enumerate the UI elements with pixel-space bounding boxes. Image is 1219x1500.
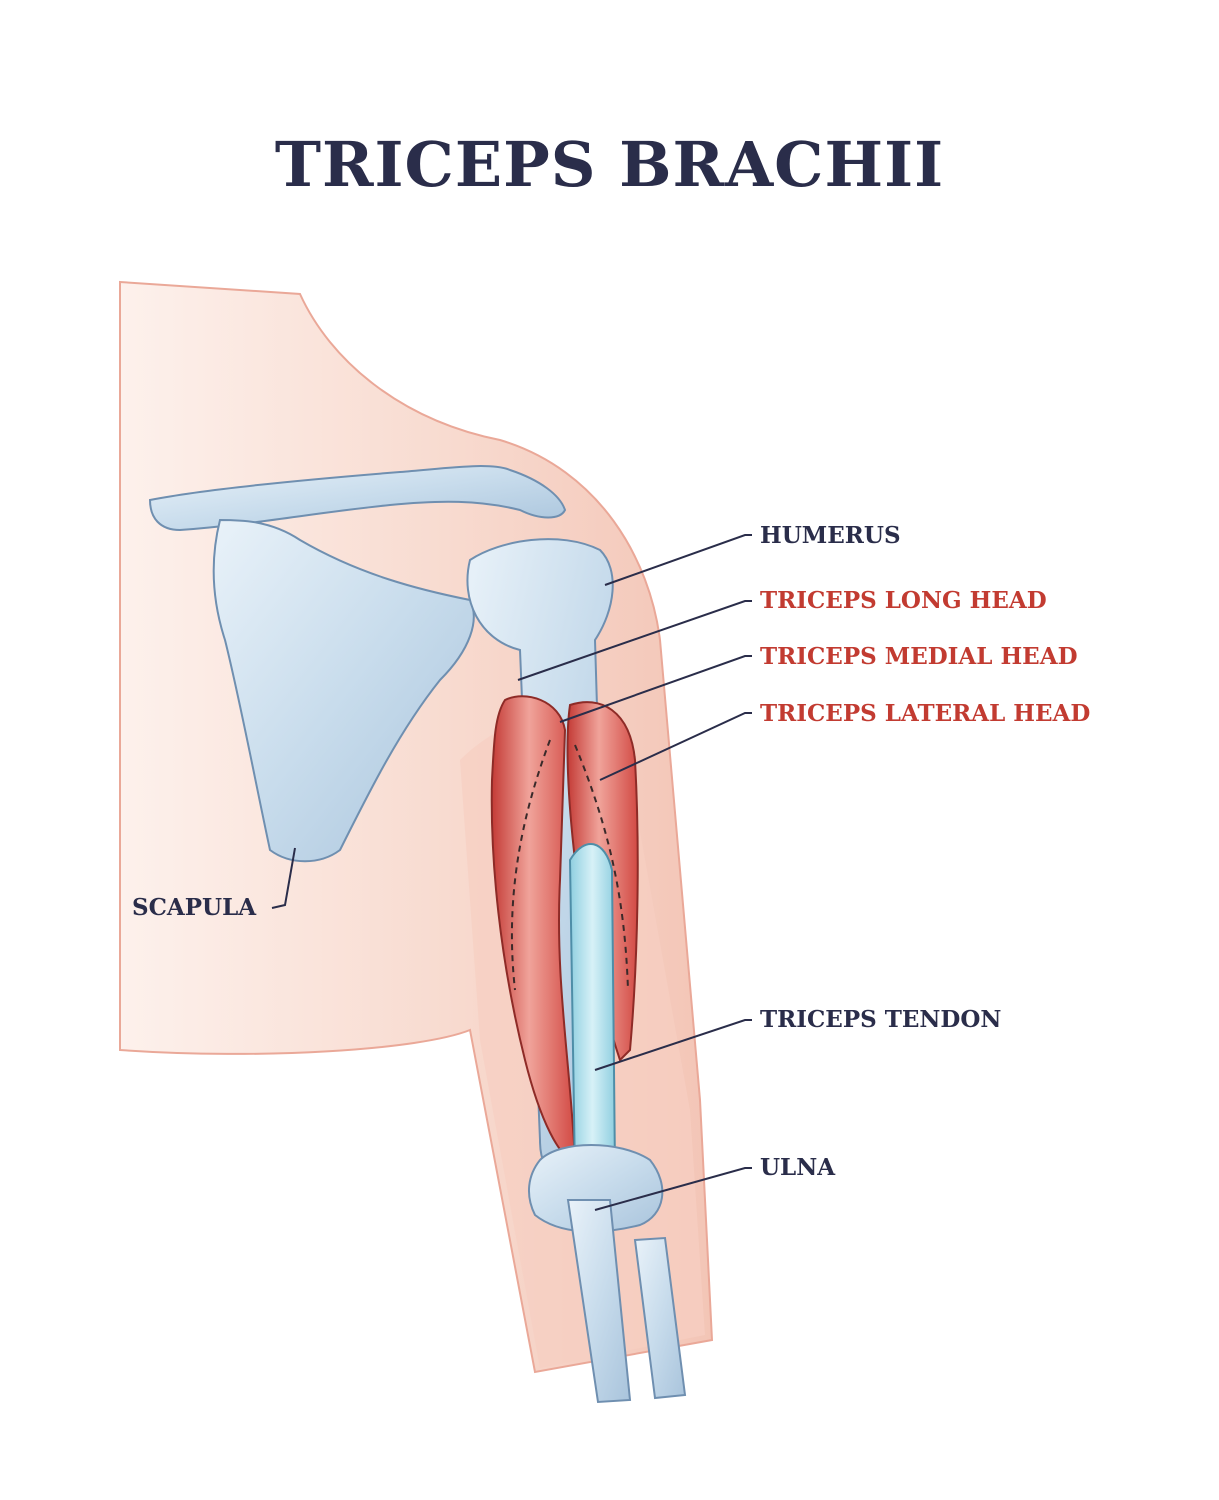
triceps-long-head (490, 695, 577, 1162)
label-scapula: SCAPULA (132, 894, 257, 921)
triceps-medial-head (510, 739, 629, 991)
leader-scapula (271, 847, 296, 909)
ulna-bone (566, 1199, 632, 1404)
leader-ulna (594, 1167, 752, 1211)
label-triceps-long-head: TRICEPS LONG HEAD (760, 587, 1047, 614)
label-triceps-medial-head: TRICEPS MEDIAL HEAD (760, 643, 1078, 670)
leader-long-head (517, 600, 752, 681)
leader-humerus (604, 534, 752, 586)
label-humerus: HUMERUS (760, 522, 901, 549)
leader-lines (271, 534, 752, 1211)
leader-lateral-head (599, 712, 752, 781)
scapula-bone (212, 518, 475, 863)
elbow-joint (528, 1144, 664, 1233)
label-triceps-tendon: TRICEPS TENDON (760, 1006, 1002, 1033)
label-triceps-lateral-head: TRICEPS LATERAL HEAD (760, 700, 1091, 727)
page-title: TRICEPS BRACHII (274, 128, 945, 201)
radius-bone (633, 1236, 687, 1400)
label-ulna: ULNA (760, 1154, 836, 1181)
leader-tendon (594, 1019, 752, 1071)
leader-medial-head (559, 655, 752, 723)
triceps-tendon (568, 843, 617, 1177)
